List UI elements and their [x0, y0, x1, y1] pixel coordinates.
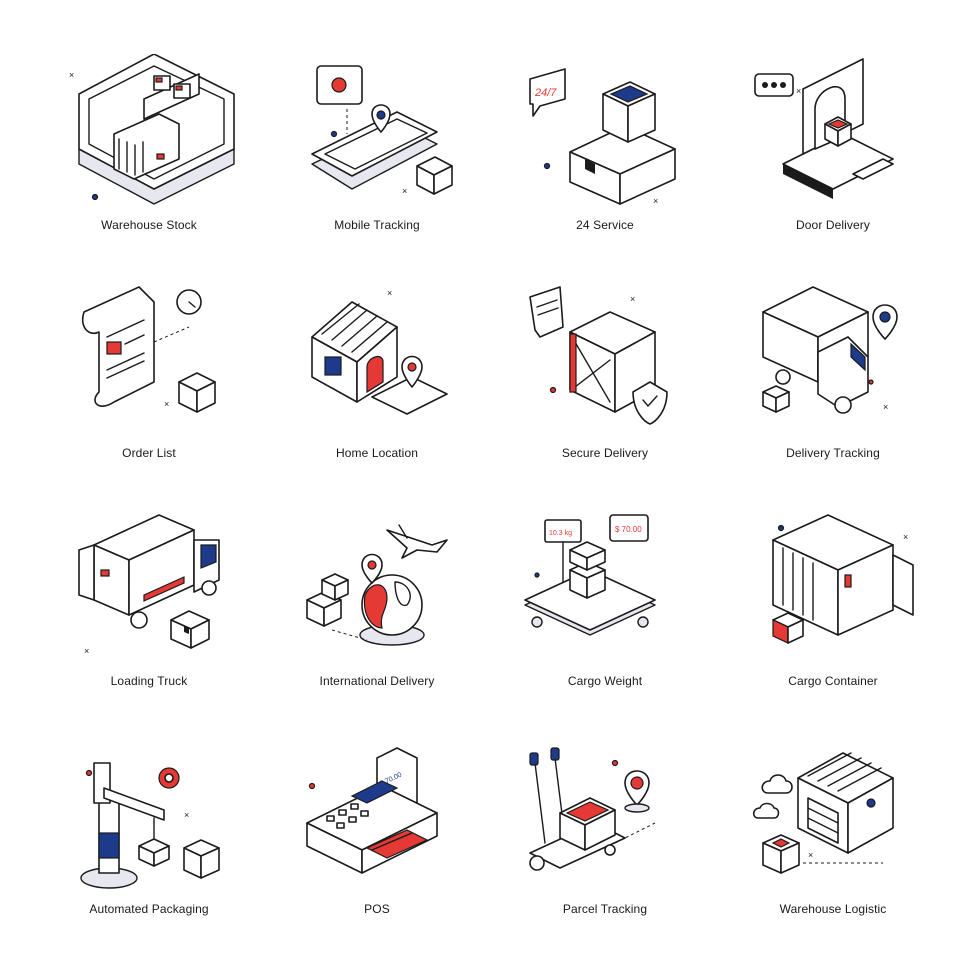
- icon-card: 10.3 kg $ 70.00 Cargo Weight: [491, 496, 719, 724]
- scale-readout: 10.3 kg: [549, 530, 572, 537]
- icon-label: Parcel Tracking: [562, 902, 648, 916]
- parcel-tracking-icon: [529, 747, 656, 871]
- delivery-tracking-icon: ×: [762, 286, 898, 414]
- icon-card: × Cargo Container: [719, 496, 947, 724]
- icon-label: Door Delivery: [796, 218, 870, 232]
- svg-text:×: ×: [387, 288, 392, 298]
- home-location-icon: ×: [311, 288, 448, 415]
- svg-text:×: ×: [84, 646, 89, 656]
- order-list-icon: ×: [81, 286, 216, 413]
- icon-card: × Delivery Tracking: [719, 268, 947, 496]
- cargo-weight-icon: 10.3 kg $ 70.00: [524, 514, 656, 636]
- icon-card: × Order List: [35, 268, 263, 496]
- svg-text:×: ×: [630, 294, 635, 304]
- icon-card: × Door Delivery: [719, 40, 947, 268]
- icon-grid: × Warehouse Stock × Mobile Tracking 24/7: [35, 40, 947, 952]
- 24-7-badge-text: 24/7: [534, 87, 557, 99]
- price-tag-text: $ 70.00: [615, 525, 642, 534]
- icon-label: Home Location: [335, 446, 418, 460]
- svg-text:×: ×: [164, 399, 169, 409]
- icon-card: × Automated Packaging: [35, 724, 263, 952]
- warehouse-logistic-icon: ×: [752, 752, 894, 874]
- icon-card: × Warehouse Logistic: [719, 724, 947, 952]
- icon-label: Loading Truck: [110, 674, 188, 688]
- 24-service-icon: 24/7 ×: [529, 68, 676, 206]
- icon-card: × Loading Truck: [35, 496, 263, 724]
- icon-label: POS: [364, 902, 390, 916]
- secure-delivery-icon: ×: [529, 286, 668, 425]
- icon-label: Order List: [122, 446, 176, 460]
- icon-label: Delivery Tracking: [786, 446, 880, 460]
- pos-icon: $ 70.00: [306, 747, 438, 874]
- icon-label: Mobile Tracking: [334, 218, 420, 232]
- icon-label: Secure Delivery: [561, 446, 649, 460]
- svg-text:×: ×: [903, 532, 908, 542]
- svg-text:×: ×: [653, 196, 658, 206]
- icon-label: 24 Service: [576, 218, 634, 232]
- icon-card: × Warehouse Stock: [35, 40, 263, 268]
- icon-card: 24/7 × 24 Service: [491, 40, 719, 268]
- icon-label: Automated Packaging: [89, 902, 209, 916]
- icon-card: Parcel Tracking: [491, 724, 719, 952]
- loading-truck-icon: ×: [78, 514, 220, 656]
- svg-text:×: ×: [184, 810, 189, 820]
- icon-card: International Delivery: [263, 496, 491, 724]
- international-delivery-icon: [306, 524, 448, 646]
- icon-label: Warehouse Stock: [101, 218, 197, 232]
- svg-text:×: ×: [796, 86, 801, 96]
- icon-card: × Home Location: [263, 268, 491, 496]
- svg-text:×: ×: [808, 850, 813, 860]
- icon-label: International Delivery: [319, 674, 435, 688]
- warehouse-stock-icon: ×: [69, 54, 235, 205]
- icon-label: Cargo Weight: [567, 674, 643, 688]
- svg-text:×: ×: [883, 402, 888, 412]
- icon-card: × Mobile Tracking: [263, 40, 491, 268]
- svg-text:×: ×: [69, 70, 74, 80]
- automated-packaging-icon: ×: [80, 762, 220, 889]
- icon-card: × Secure Delivery: [491, 268, 719, 496]
- svg-text:×: ×: [402, 186, 407, 196]
- icon-label: Cargo Container: [788, 674, 878, 688]
- icon-card: $ 70.00 POS: [263, 724, 491, 952]
- cargo-container-icon: ×: [772, 514, 914, 644]
- door-delivery-icon: ×: [754, 58, 894, 199]
- icon-label: Warehouse Logistic: [779, 902, 887, 916]
- mobile-tracking-icon: ×: [311, 65, 453, 196]
